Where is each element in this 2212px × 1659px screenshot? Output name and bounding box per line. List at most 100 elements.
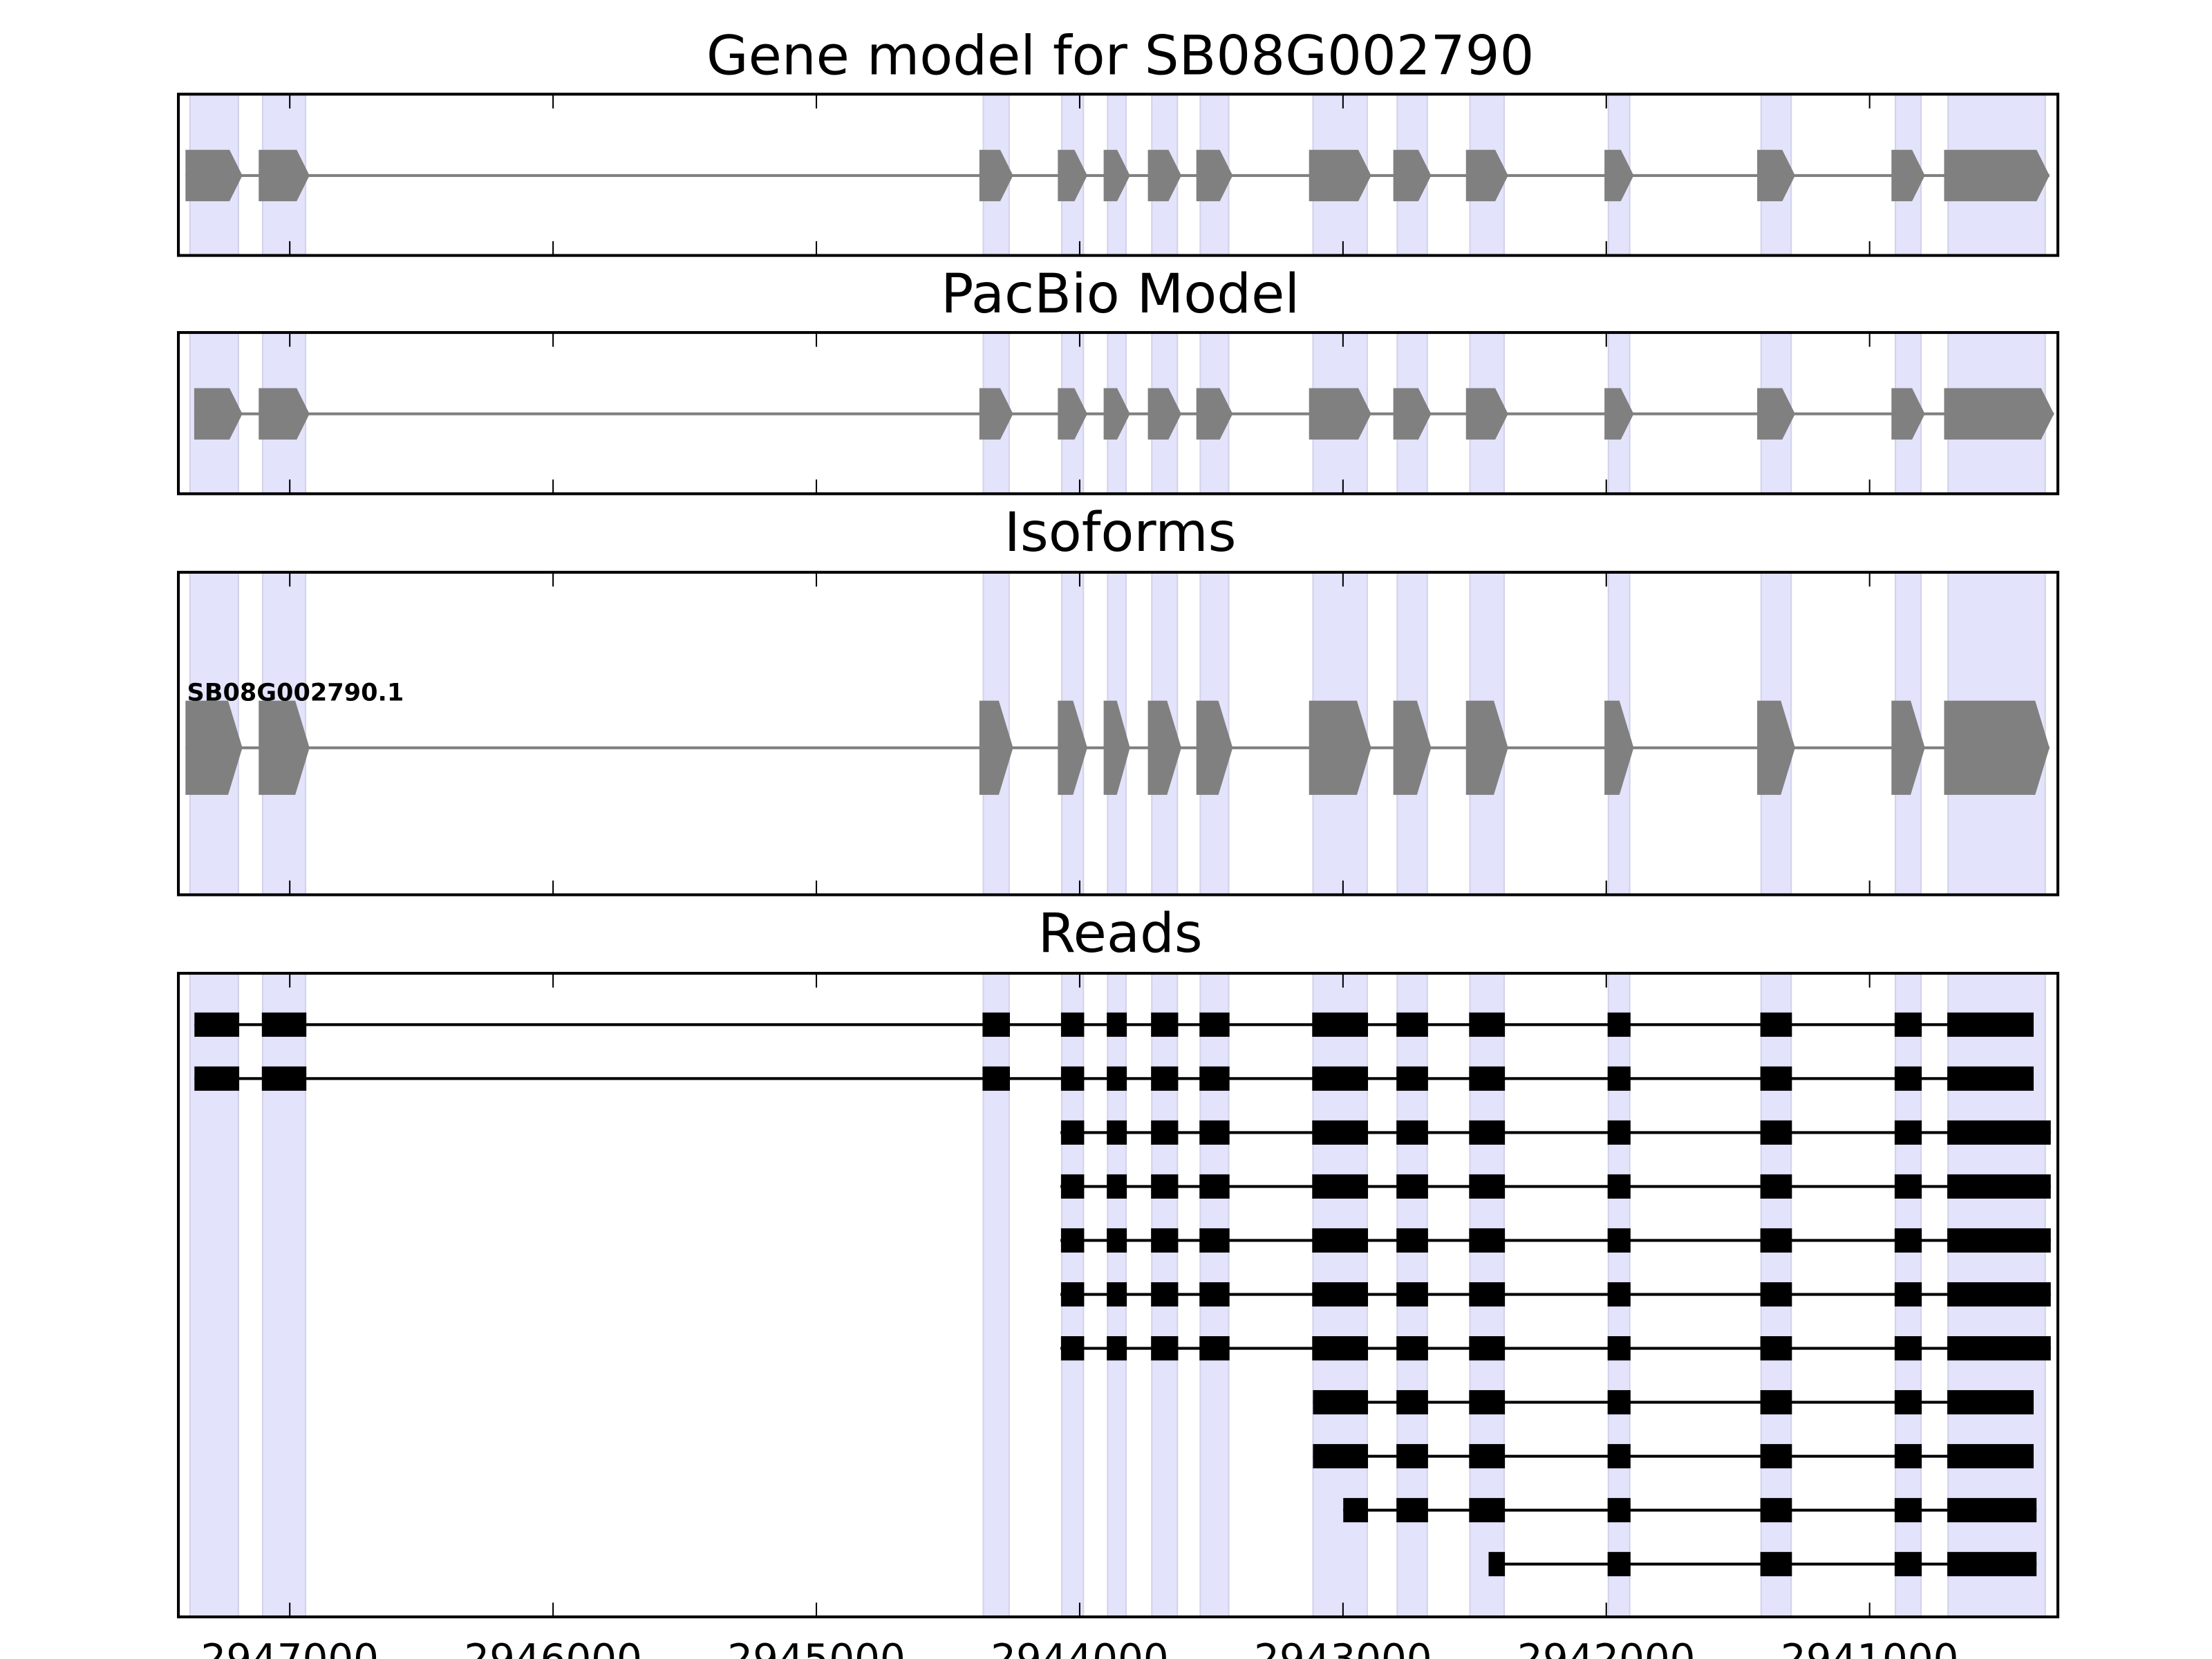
read-9 [1313,1444,2034,1469]
exon-arrow [1465,700,1508,795]
read-exon [1312,1228,1369,1253]
panel-frame [177,570,2060,897]
read-exon [1947,1174,2051,1199]
exon-arrow [1891,700,1925,795]
read-exon [1469,1390,1506,1415]
exon-arrow [1465,149,1508,202]
read-exon [1894,1228,1922,1253]
exon-arrow [1309,149,1371,202]
read-exon [1107,1012,1127,1037]
exon-arrow [1309,388,1371,440]
exon-arrow [1103,388,1130,440]
exon-arrow [1757,388,1795,440]
exon-arrow [1604,149,1634,202]
read-exon [1060,1174,1085,1199]
read-exon [1760,1498,1792,1523]
read-exon [1060,1228,1085,1253]
read-exon [1469,1174,1506,1199]
read-exon [1947,1498,2037,1523]
read-11 [1488,1552,2037,1577]
read-exon [1469,1012,1506,1037]
read-exon [1151,1012,1179,1037]
exon-arrow [1944,700,2050,795]
read-exon [1107,1120,1127,1145]
read-exon [1469,1336,1506,1361]
title-gene-model: Gene model for SB08G002790 [706,24,1535,87]
exon-arrow [1058,388,1087,440]
exon-arrow [1604,700,1634,795]
read-exon [1107,1174,1127,1199]
panel-reads-3 [177,971,2060,1619]
read-exon [1469,1120,1506,1145]
exon-arrow [1058,149,1087,202]
read-exon [1313,1444,1369,1469]
read-exon [1199,1066,1230,1091]
read-exon [1947,1120,2051,1145]
read-exon [1396,1336,1428,1361]
exon-arrow [1393,388,1432,440]
read-exon [1396,1282,1428,1307]
read-exon [1396,1012,1428,1037]
read-exon [1947,1228,2051,1253]
read-6 [1060,1282,2051,1307]
x-tick-label: 2942000 [1517,1635,1695,1659]
exon-arrow [979,700,1013,795]
exon-arrow [979,149,1013,202]
read-exon [1607,1498,1631,1523]
read-exon [1060,1336,1085,1361]
read-exon [1894,1390,1922,1415]
read-exon [1060,1120,1085,1145]
read-exon [1947,1066,2034,1091]
read-exon [1199,1336,1230,1361]
read-exon [1469,1498,1506,1523]
read-exon [1607,1444,1631,1469]
read-exon [261,1066,307,1091]
exon-arrow [1944,388,2054,440]
read-exon [1312,1282,1369,1307]
exon-arrow [1757,149,1795,202]
read-exon [1312,1336,1369,1361]
read-exon [1107,1066,1127,1091]
read-exon [1607,1282,1631,1307]
read-exon [1760,1174,1792,1199]
read-exon [261,1012,307,1037]
read-1 [194,1012,2034,1037]
exon-arrow [185,149,243,202]
read-exon [1607,1066,1631,1091]
read-exon [1894,1120,1922,1145]
read-exon [1107,1336,1127,1361]
read-exon [1396,1066,1428,1091]
exon-arrow [1103,149,1130,202]
read-exon [1396,1444,1428,1469]
read-exon [1343,1498,1369,1523]
read-exon [1607,1174,1631,1199]
read-10 [1343,1498,2037,1523]
read-exon [1947,1282,2051,1307]
read-exon [1199,1174,1230,1199]
title-reads: Reads [1038,901,1203,965]
title-pacbio-model: PacBio Model [941,262,1300,326]
exon-arrow [1309,700,1371,795]
x-tick-label: 2944000 [991,1635,1168,1659]
read-exon [1060,1282,1085,1307]
read-exon [1396,1498,1428,1523]
read-exon [1894,1336,1922,1361]
read-exon [1060,1012,1085,1037]
read-8 [1313,1390,2034,1415]
read-exon [1947,1012,2034,1037]
exon-arrow [259,388,310,440]
read-exon [1396,1390,1428,1415]
read-exon [1894,1174,1922,1199]
read-exon [1607,1336,1631,1361]
read-exon [1199,1228,1230,1253]
read-5 [1060,1228,2051,1253]
exon-arrow [194,388,243,440]
x-tick-label: 2943000 [1254,1635,1432,1659]
read-exon [1760,1444,1792,1469]
read-exon [1760,1336,1792,1361]
exon-arrow [1058,700,1087,795]
x-tick-label: 2947000 [200,1635,378,1659]
read-exon [1469,1228,1506,1253]
read-exon [1312,1066,1369,1091]
read-exon [982,1012,1010,1037]
